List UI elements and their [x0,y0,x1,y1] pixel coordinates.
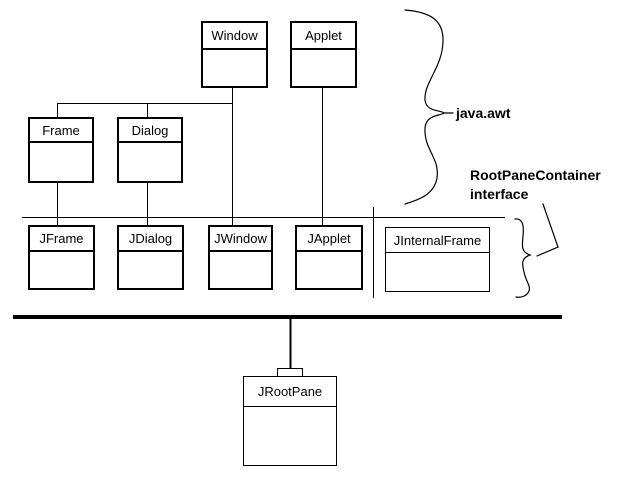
class-box-frame: Frame [28,117,94,183]
class-name-japplet: JApplet [297,227,361,252]
class-box-jdialog: JDialog [117,225,184,290]
class-box-dialog: Dialog [117,117,183,183]
class-box-jrootpane: JRootPane [243,376,337,466]
class-box-jframe: JFrame [28,225,95,290]
java-awt-label: java.awt [456,105,511,121]
class-box-japplet: JApplet [295,225,363,290]
class-body-frame [30,143,92,181]
class-name-jdialog: JDialog [119,227,182,252]
class-box-jwindow: JWindow [208,225,273,290]
class-body-jinternalframe [386,253,489,291]
class-body-applet [292,50,355,86]
class-name-window: Window [203,23,266,50]
interface-pointer-line [536,203,559,257]
class-body-jframe [30,252,93,288]
rootpanecontainer-label-line1: RootPaneContainer [470,167,601,183]
rootpane-brace [514,218,532,298]
rootpanecontainer-label-line2: interface [470,186,529,202]
class-box-jinternalframe: JInternalFrame [385,227,490,292]
java-awt-brace [404,9,445,205]
class-name-applet: Applet [292,23,355,50]
class-body-dialog [119,143,181,181]
class-body-window [203,50,266,86]
class-body-japplet [297,252,361,288]
class-name-dialog: Dialog [119,119,181,143]
class-box-applet: Applet [290,21,357,88]
class-name-jrootpane: JRootPane [244,377,336,407]
class-body-jrootpane [244,407,336,465]
class-name-frame: Frame [30,119,92,143]
class-body-jdialog [119,252,182,288]
class-name-jinternalframe: JInternalFrame [386,228,489,253]
class-name-jframe: JFrame [30,227,93,252]
class-name-jwindow: JWindow [210,227,271,252]
rootpanecontainer-label: RootPaneContainer interface [470,166,601,204]
class-box-window: Window [201,21,268,88]
class-body-jwindow [210,252,271,288]
